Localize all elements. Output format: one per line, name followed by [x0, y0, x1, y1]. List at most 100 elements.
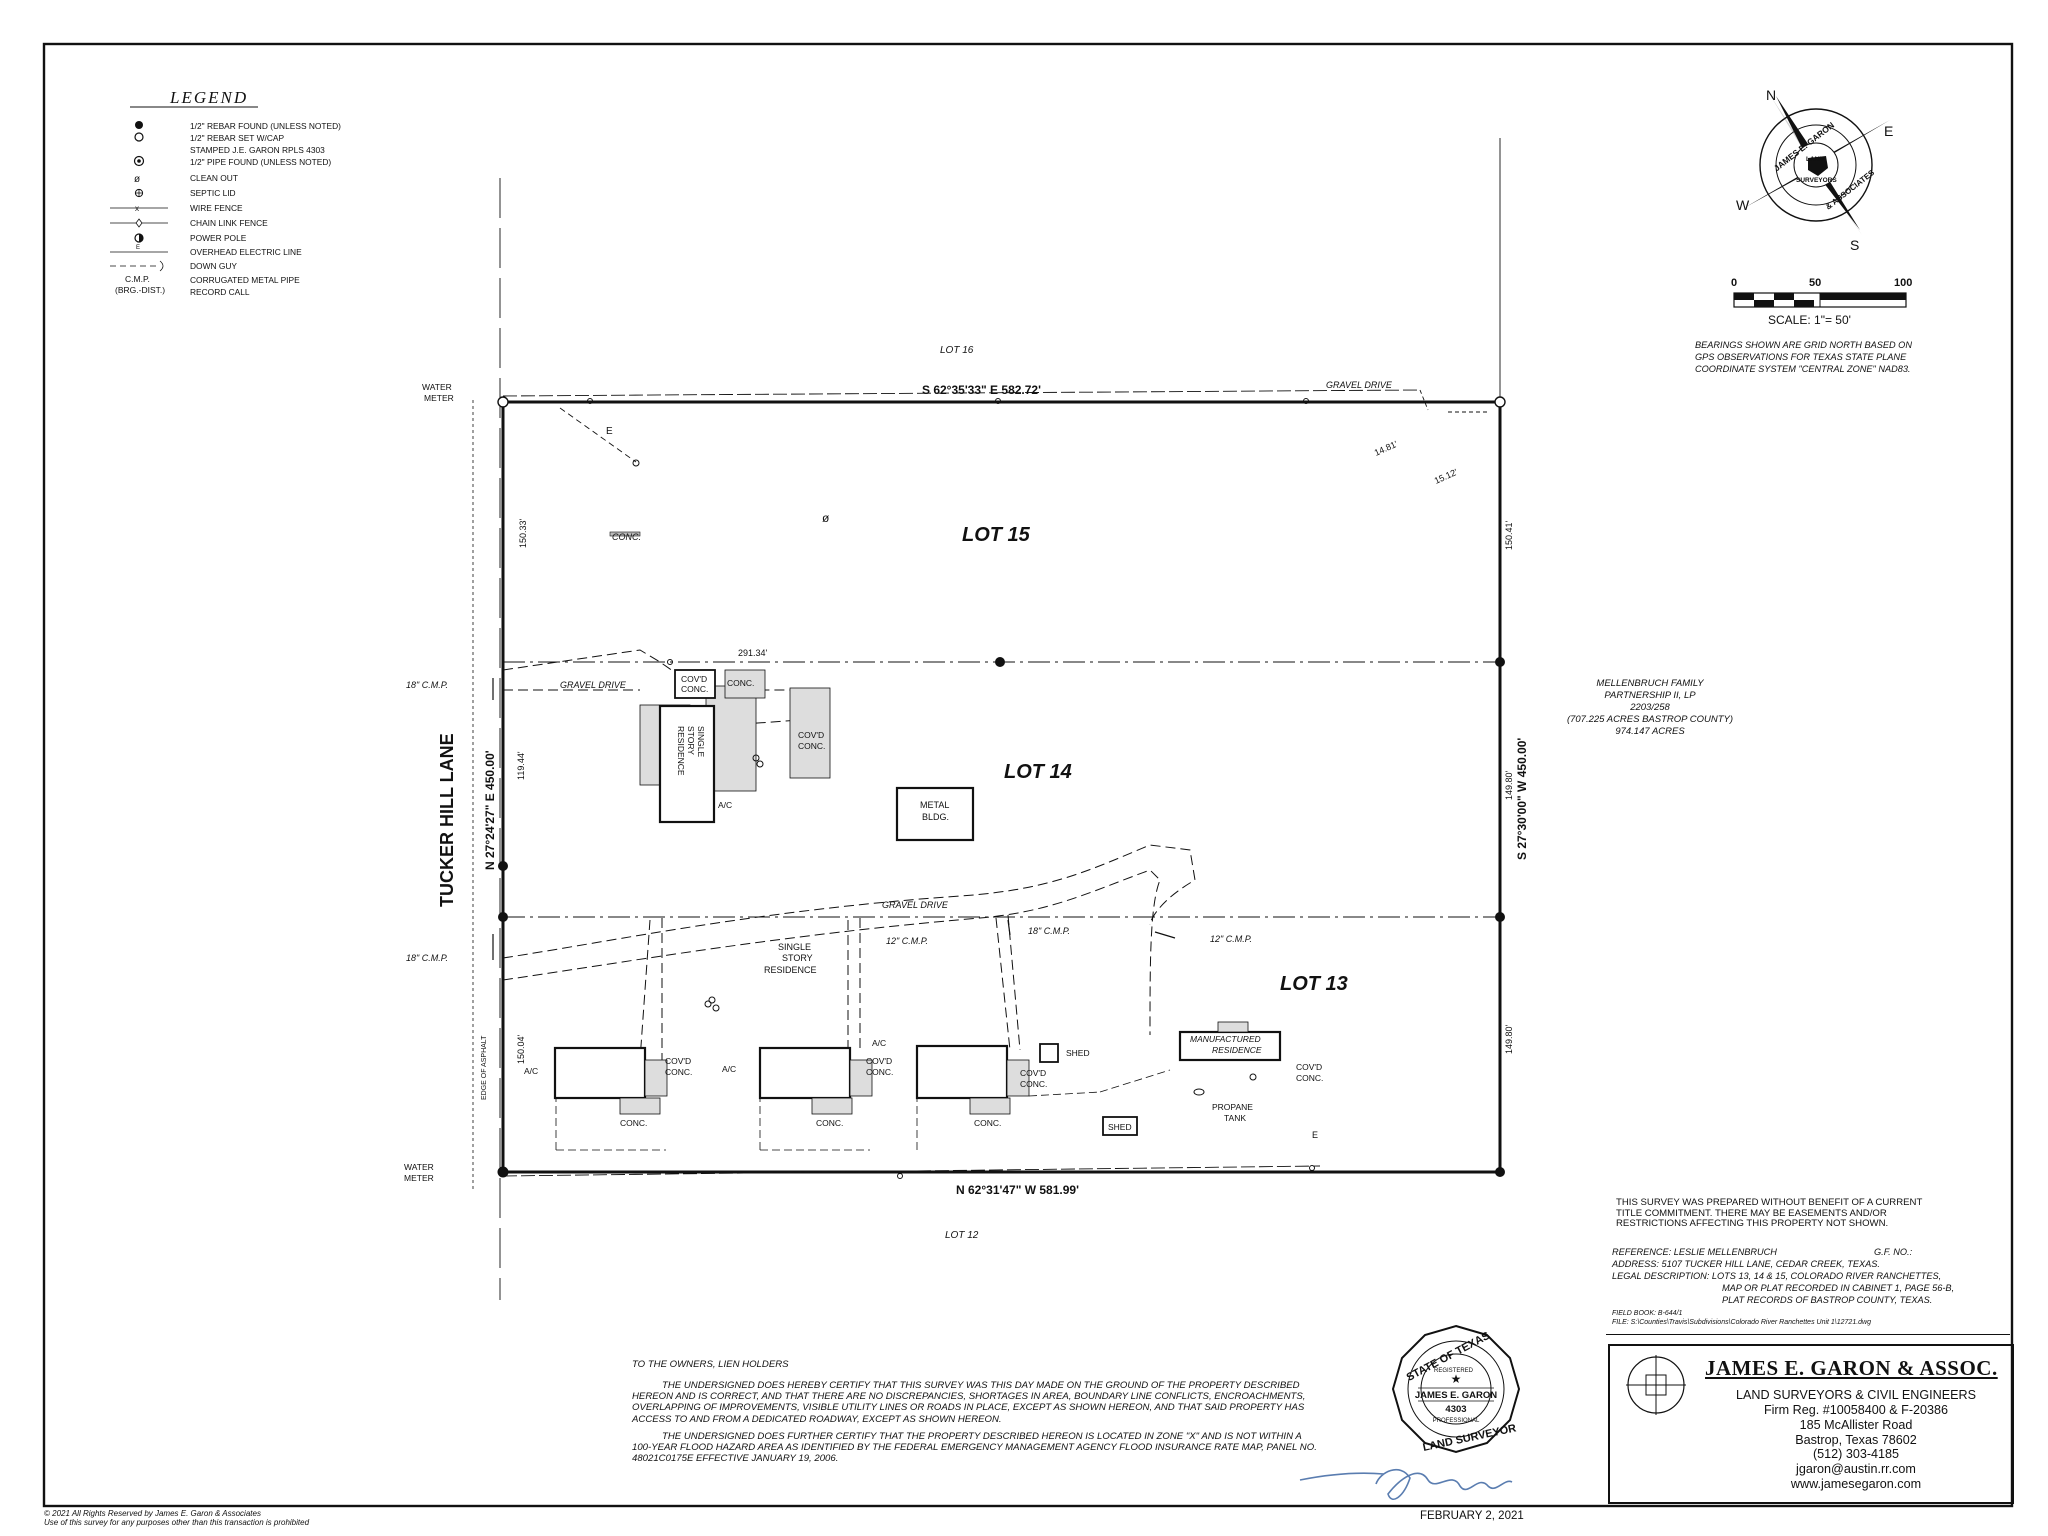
legend-item: STAMPED J.E. GARON RPLS 4303: [190, 145, 325, 155]
firm-line: jgaron@austin.rr.com: [1796, 1462, 1916, 1477]
firm-title-block: JAMES E. GARON & ASSOC. LAND SURVEYORS &…: [1608, 1344, 2014, 1504]
cmp-18-drive: 18" C.M.P.: [1028, 926, 1070, 936]
cmp-18-north: 18" C.M.P.: [406, 680, 448, 690]
covd-lot14b-2: CONC.: [798, 741, 825, 751]
svg-text:E: E: [136, 245, 140, 251]
firm-name: JAMES E. GARON & ASSOC.: [1705, 1356, 1998, 1380]
reference-line: REFERENCE: LESLIE MELLENBRUCH: [1612, 1247, 1777, 1257]
covd-lot14-2: CONC.: [681, 684, 708, 694]
note-line: TITLE COMMITMENT. THERE MAY BE EASEMENTS…: [1616, 1207, 1887, 1219]
dist-14-81: 14.81': [1373, 439, 1399, 458]
ac-house-1: A/C: [524, 1066, 538, 1076]
water-meter-south-2: METER: [404, 1173, 434, 1183]
legend-item: CLEAN OUT: [190, 173, 238, 183]
cert-paragraph-1: THE UNDERSIGNED DOES HEREBY CERTIFY THAT…: [632, 1380, 1306, 1425]
note-line: RESTRICTIONS AFFECTING THIS PROPERTY NOT…: [1616, 1218, 1889, 1230]
firm-line: LAND SURVEYORS & CIVIL ENGINEERS: [1735, 1388, 1977, 1402]
legend-item: 1/2" REBAR FOUND (UNLESS NOTED): [190, 121, 341, 131]
certification: TO THE OWNERS, LIEN HOLDERS THE UNDERSIG…: [632, 1359, 1322, 1470]
sheet-border: [42, 42, 2014, 1508]
scale-tick-100: 100: [1894, 277, 1912, 289]
covd-manufactured-1: COV'D: [1296, 1062, 1322, 1072]
water-meter-south-1: WATER: [404, 1162, 434, 1172]
adjoiner-line-1: MELLENBRUCH FAMILY: [1596, 678, 1704, 689]
surveyor-signature: [1299, 1468, 1513, 1500]
metal-bldg-1: METAL: [920, 800, 949, 810]
covd-lot14-1: COV'D: [681, 674, 707, 684]
water-meter-north-2: METER: [424, 393, 454, 403]
copyright-line-1: © 2021 All Rights Reserved by James E. G…: [44, 1509, 261, 1518]
dist-149-80-a: 149.80': [1504, 770, 1514, 800]
covd-house-1-1: COV'D: [665, 1056, 691, 1066]
legal-line-1: LEGAL DESCRIPTION: LOTS 13, 14 & 15, COL…: [1612, 1270, 1942, 1281]
scale-tick-50: 50: [1809, 277, 1821, 289]
gravel-drive-lot13: GRAVEL DRIVE: [882, 900, 949, 910]
scale-tick-0: 0: [1731, 277, 1737, 289]
shed-label-2: SHED: [1108, 1122, 1132, 1132]
edge-asphalt-label: EDGE OF ASPHALT: [481, 1035, 488, 1100]
conc-house-3: CONC.: [974, 1118, 1001, 1128]
north-line-label: S 62°35'33" E 582.72': [922, 383, 1041, 397]
file-path: FILE: S:\Counties\Travis\Subdivisions\Co…: [1612, 1318, 1871, 1326]
lot-15-label: LOT 15: [962, 524, 1031, 546]
firm-line: Bastrop, Texas 78602: [1795, 1432, 1917, 1447]
covd-house-2-2: CONC.: [866, 1067, 893, 1077]
single-story-lot13-3: RESIDENCE: [764, 965, 817, 975]
adjoiner-line-4: (707.225 ACRES BASTROP COUNTY): [1567, 714, 1733, 725]
manufactured-1: MANUFACTURED: [1190, 1034, 1261, 1044]
legend-labels: 1/2" REBAR FOUND (UNLESS NOTED) 1/2" REB…: [190, 120, 341, 298]
conc-house-1: CONC.: [620, 1118, 647, 1128]
firm-details: LAND SURVEYORS & CIVIL ENGINEERS Firm Re…: [1710, 1388, 2002, 1492]
electric-mark-down-guy: E: [606, 426, 613, 437]
bearings-note-line-2: GPS OBSERVATIONS FOR TEXAS STATE PLANE: [1695, 352, 1907, 362]
single-story-lot13-2: STORY: [782, 953, 813, 963]
west-line-label: N 27°24'27" E 450.00': [483, 750, 497, 870]
compass-w: W: [1736, 197, 1750, 213]
seal-number: 4303: [1445, 1404, 1466, 1415]
legend: LEGEND ø x E C.M.P. (BRG.-DIST.): [110, 88, 258, 295]
covd-house-2-1: COV'D: [866, 1056, 892, 1066]
lot-16-label: LOT 16: [940, 345, 974, 356]
clean-out-icon: ø: [134, 174, 140, 185]
manufactured-2: RESIDENCE: [1212, 1045, 1262, 1055]
dist-149-80-b: 149.80': [1504, 1024, 1514, 1054]
propane-2: TANK: [1224, 1113, 1246, 1123]
lot-14-label: LOT 14: [1004, 761, 1072, 783]
ac-house-2: A/C: [722, 1064, 736, 1074]
electric-mark-lot13: E: [1312, 1130, 1318, 1140]
lot-13-label: LOT 13: [1280, 973, 1348, 995]
covd-house-3-2: CONC.: [1020, 1079, 1047, 1089]
cert-heading: TO THE OWNERS, LIEN HOLDERS: [632, 1359, 789, 1370]
dist-15-12: 15.12': [1433, 467, 1459, 486]
cmp-12-east: 12" C.M.P.: [1210, 934, 1252, 944]
covd-house-1-2: CONC.: [665, 1067, 692, 1077]
rebar-set-icon: [134, 132, 144, 142]
conc-lot14: CONC.: [727, 678, 754, 688]
gf-number: G.F. NO.:: [1874, 1247, 1913, 1257]
firm-line: (512) 303-4185: [1812, 1447, 1900, 1462]
seal-registered: REGISTERED: [1434, 1368, 1474, 1374]
reference-block: REFERENCE: LESLIE MELLENBRUCH G.F. NO.: …: [1612, 1247, 1982, 1327]
gravel-drive-north: GRAVEL DRIVE: [1326, 380, 1393, 390]
compass-s: S: [1850, 237, 1859, 253]
cmp-12-west: 12" C.M.P.: [886, 936, 928, 946]
cert-paragraph-2: THE UNDERSIGNED DOES FURTHER CERTIFY THA…: [632, 1430, 1317, 1464]
compass-center-bottom: SURVEYORS: [1796, 177, 1837, 184]
legend-item: OVERHEAD ELECTRIC LINE: [190, 247, 302, 257]
dist-150-33: 150.33': [518, 518, 528, 548]
note-line: THIS SURVEY WAS PREPARED WITHOUT BENEFIT…: [1616, 1197, 1923, 1208]
dist-150-41: 150.41': [1504, 520, 1514, 550]
legend-item: WIRE FENCE: [190, 203, 243, 213]
ac-lot14: A/C: [718, 800, 732, 810]
adjoiner-block: MELLENBRUCH FAMILY PARTNERSHIP II, LP 22…: [1567, 678, 1733, 737]
compass-n: N: [1766, 87, 1776, 103]
firm-line: www.jamesegaron.com: [1790, 1477, 1922, 1492]
seal-name: JAMES E. GARON: [1415, 1390, 1497, 1401]
legend-item: CORRUGATED METAL PIPE: [190, 275, 300, 285]
legend-item: SEPTIC LID: [190, 188, 236, 198]
single-story-lot13-1: SINGLE: [778, 942, 811, 952]
conc-house-2: CONC.: [816, 1118, 843, 1128]
road-label: TUCKER HILL LANE: [437, 733, 457, 907]
adjoiner-line-3: 2203/258: [1629, 702, 1670, 713]
